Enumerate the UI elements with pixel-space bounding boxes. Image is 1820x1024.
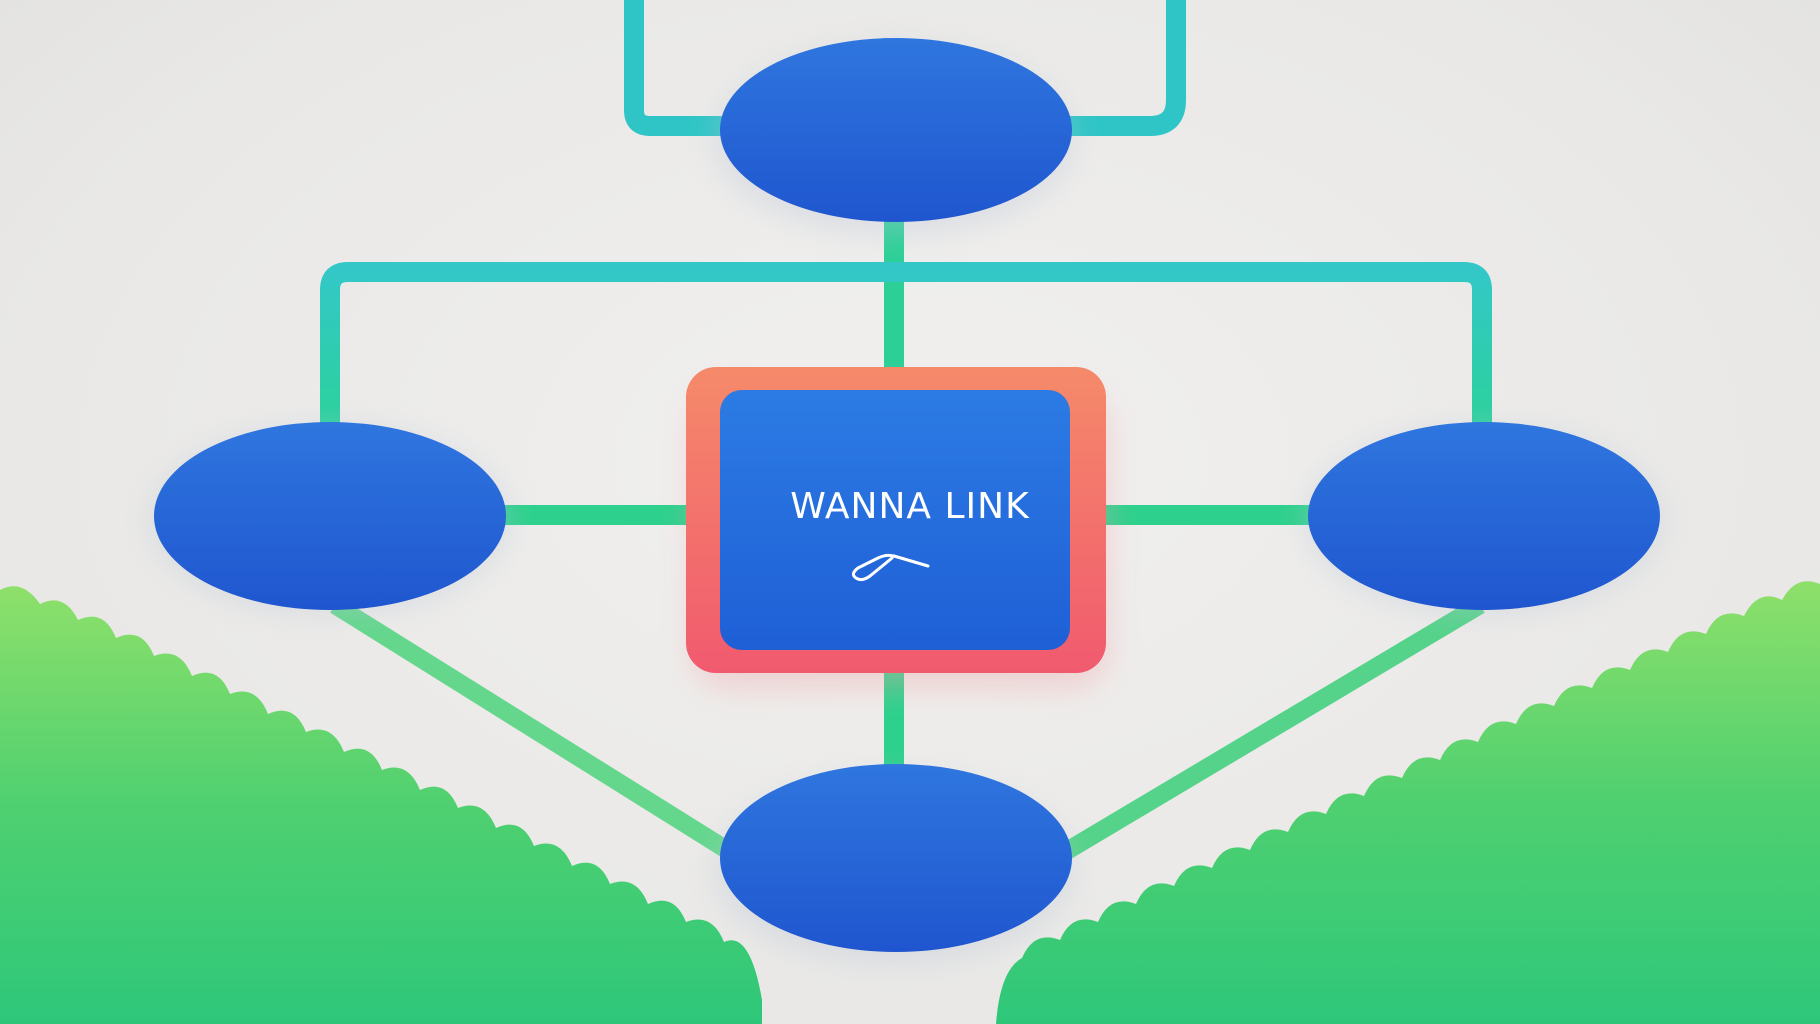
bush-left (0, 586, 762, 1024)
node-top (720, 38, 1072, 222)
bush-right (996, 581, 1820, 1024)
hub-label: WANNA LINK (790, 486, 1030, 527)
link-stroke-icon (851, 553, 930, 582)
connector-right-diagonal (1055, 597, 1485, 863)
connector-top-bracket (624, 0, 1186, 136)
node-left (154, 422, 506, 610)
node-right (1308, 422, 1660, 610)
connector-wide-bracket (320, 262, 1492, 440)
connector-left-diagonal (330, 597, 740, 863)
hub-box (720, 390, 1070, 650)
node-bottom (720, 764, 1072, 952)
